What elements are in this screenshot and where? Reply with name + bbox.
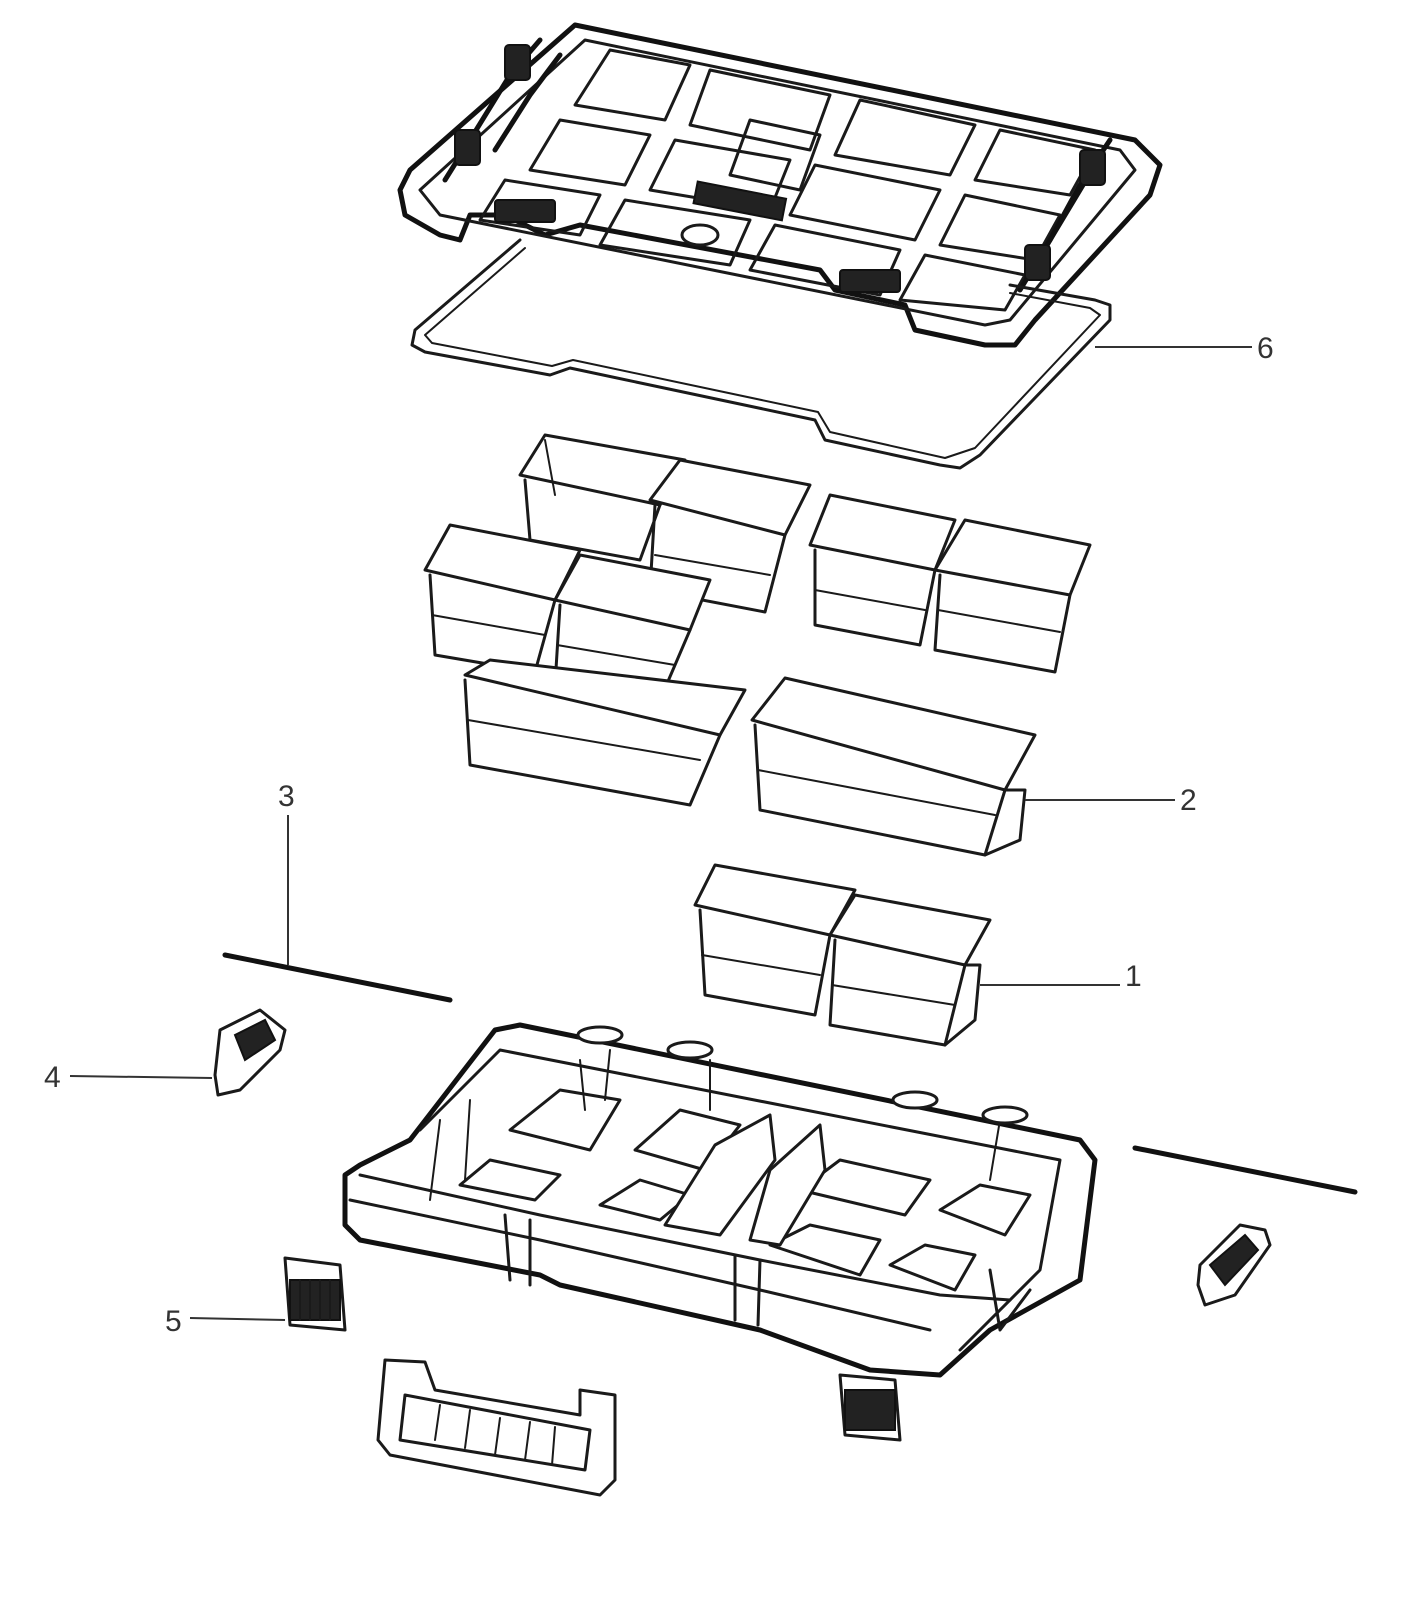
lid-seal-gasket bbox=[410, 238, 1112, 470]
latches bbox=[283, 1256, 902, 1442]
callout-label-3: 3 bbox=[278, 780, 295, 813]
callout-label-4: 4 bbox=[44, 1061, 61, 1094]
callout-3: 3 bbox=[278, 780, 295, 965]
bin-group-upper bbox=[423, 433, 1092, 702]
hinge-clips bbox=[213, 1008, 1272, 1307]
callout-label-1: 1 bbox=[1125, 960, 1142, 993]
small-bins bbox=[693, 863, 992, 1047]
callout-label-5: 5 bbox=[165, 1305, 182, 1338]
carry-handle bbox=[376, 1358, 617, 1497]
callout-1: 1 bbox=[980, 960, 1142, 993]
leader-line-4 bbox=[69, 1075, 213, 1079]
callout-5: 5 bbox=[165, 1305, 286, 1338]
organizer-base bbox=[342, 1022, 1098, 1378]
callout-label-6: 6 bbox=[1257, 332, 1274, 365]
callout-6: 6 bbox=[1095, 332, 1274, 365]
callout-label-2: 2 bbox=[1180, 784, 1197, 817]
organizer-lid bbox=[397, 22, 1163, 348]
divider-rods bbox=[222, 952, 1358, 1195]
callout-2: 2 bbox=[1025, 784, 1197, 817]
leader-line-5 bbox=[189, 1317, 286, 1321]
large-bins bbox=[463, 658, 1037, 857]
callout-4: 4 bbox=[44, 1061, 213, 1094]
